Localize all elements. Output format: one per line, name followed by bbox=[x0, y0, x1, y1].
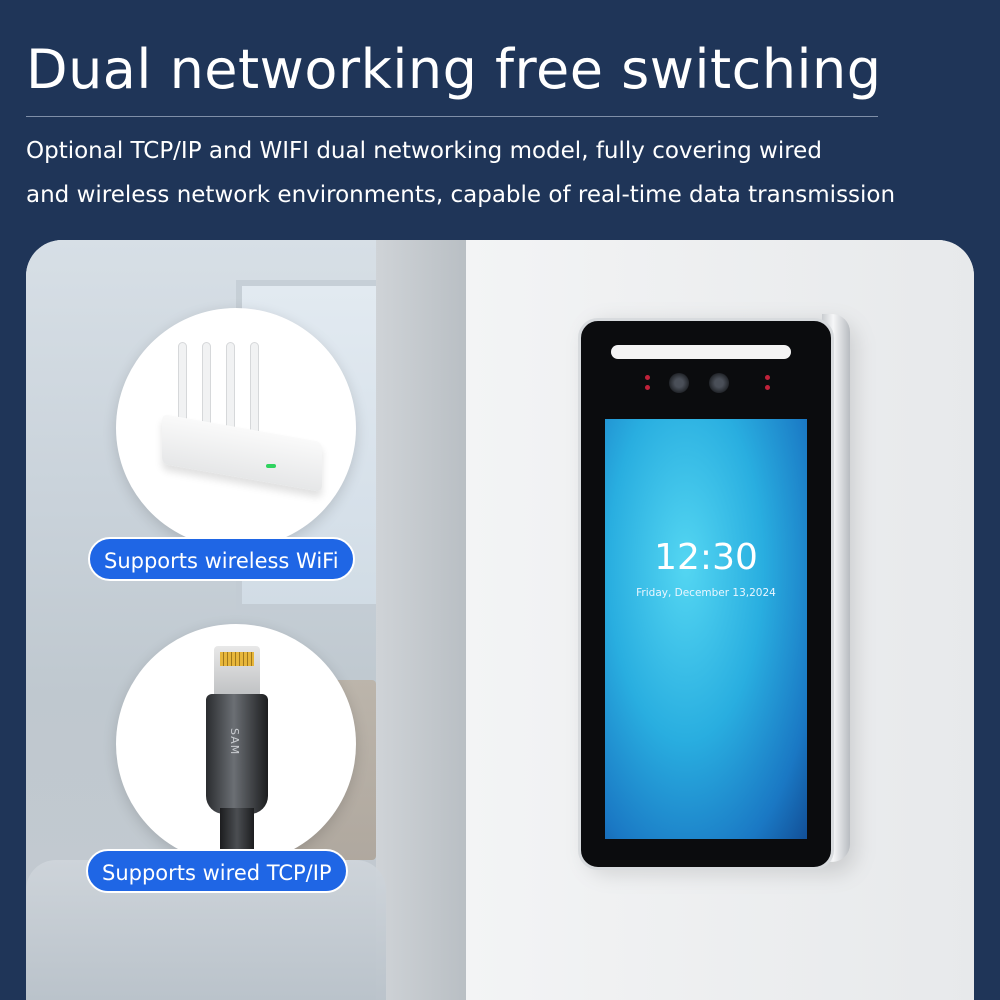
description-line-1: Optional TCP/IP and WIFI dual networking… bbox=[26, 138, 822, 164]
camera-lens-icon bbox=[669, 373, 689, 393]
ethernet-cable-icon: SAM bbox=[116, 624, 356, 864]
camera-lens-icon bbox=[709, 373, 729, 393]
router-antenna bbox=[250, 342, 259, 440]
rj45-pins bbox=[220, 652, 254, 666]
ir-led-icon bbox=[645, 375, 650, 380]
ir-led-icon bbox=[645, 385, 650, 390]
device-screen: 12:30 Friday, December 13,2024 bbox=[605, 419, 807, 839]
description-line-2: and wireless network environments, capab… bbox=[26, 182, 896, 208]
router-body bbox=[162, 413, 322, 493]
screen-date: Friday, December 13,2024 bbox=[636, 587, 776, 599]
face-recognition-terminal: 12:30 Friday, December 13,2024 bbox=[578, 318, 834, 870]
wifi-router-icon bbox=[116, 308, 356, 548]
page-title: Dual networking free switching bbox=[26, 38, 882, 101]
cable-logo-icon: SAM bbox=[228, 728, 241, 756]
fill-light-bar bbox=[611, 345, 791, 359]
router-status-led bbox=[266, 464, 276, 468]
product-panel: SAM Supports wireless WiFi Supports wire… bbox=[26, 240, 974, 1000]
room-pillar bbox=[376, 240, 466, 1000]
screen-clock: 12:30 bbox=[654, 537, 758, 578]
ir-led-icon bbox=[765, 385, 770, 390]
rj45-boot bbox=[206, 694, 268, 814]
title-divider bbox=[26, 116, 878, 117]
ir-led-icon bbox=[765, 375, 770, 380]
wifi-support-badge: Supports wireless WiFi bbox=[88, 537, 355, 581]
wired-support-badge: Supports wired TCP/IP bbox=[86, 849, 348, 893]
